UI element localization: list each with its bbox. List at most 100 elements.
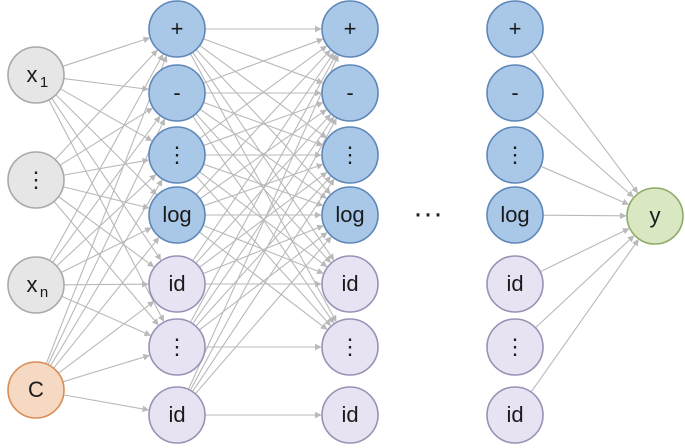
hidden-l2-node-4: [321, 255, 379, 313]
hidden-l3-node-3: [486, 186, 544, 244]
edge-in-2-h2: [56, 174, 157, 267]
hidden-l3-node-6: [486, 386, 544, 444]
hidden-l1-node-2-label: ⋮: [166, 142, 188, 167]
hidden-l3-node-4: [486, 255, 544, 313]
hidden-l1-node-4: [148, 255, 206, 313]
edge-in-3-h2: [49, 179, 163, 367]
edge-in-1-h4: [58, 196, 155, 268]
input-node-0: [7, 46, 65, 104]
input-node-0-label: x: [27, 62, 38, 87]
edge-in-0-h0: [62, 36, 151, 67]
hidden-l2-node-6-label: id: [341, 402, 358, 427]
edge-last-3-out: [542, 212, 627, 220]
edge-last-0-out: [531, 51, 639, 194]
hidden-l2-node-2-label: ⋮: [339, 142, 361, 167]
hidden-l3-node-0: [486, 0, 544, 58]
hidden-l3-node-6-label: id: [506, 402, 523, 427]
edge-l1-6-l2-3: [194, 236, 332, 395]
edge-l1-6-l2-2: [192, 178, 335, 392]
edge-in-3-h1: [47, 118, 166, 365]
edge-in-2-h4: [63, 280, 149, 288]
hidden-l1-node-0-label: +: [171, 16, 184, 41]
hidden-l3-node-3-label: log: [500, 202, 529, 227]
edge-in-0-h4: [51, 97, 162, 261]
hidden-l2-node-0: [321, 0, 379, 58]
hidden-l1-node-5: [148, 318, 206, 376]
hidden-l2-node-2: [321, 126, 379, 184]
hidden-l1-node-0: [148, 0, 206, 58]
edge-in-3-h6: [63, 394, 150, 413]
edge-in-3-h4: [58, 300, 155, 374]
edge-l1-6-l2-0: [187, 54, 339, 390]
input-node-0-label-subscript: 1: [40, 74, 48, 91]
hidden-l1-node-4-label: id: [168, 271, 185, 296]
edge-in-2-h3: [60, 227, 152, 274]
hidden-l2-node-1: [321, 64, 379, 122]
input-node-2-label-subscript: n: [40, 284, 48, 301]
output-node: [626, 187, 684, 245]
edge-l1-3-l2-2: [203, 163, 324, 207]
edge-l1-2-l2-1: [203, 101, 324, 147]
hidden-l2-node-3: [321, 186, 379, 244]
hidden-l2-node-1-label: -: [346, 80, 353, 105]
input-node-1: [7, 151, 65, 209]
edge-l1-6-l2-1: [189, 117, 337, 391]
input-node-2: [7, 256, 65, 314]
hidden-l2-node-6: [321, 386, 379, 444]
hidden-l3-node-0-label: +: [509, 16, 522, 41]
input-node-1-label: ⋮: [25, 167, 47, 192]
layer-ellipsis: ···: [413, 197, 443, 230]
edge-l1-3-l2-0: [195, 49, 331, 195]
hidden-l2-node-5: [321, 318, 379, 376]
hidden-l2-node-3-label: log: [335, 202, 364, 227]
edge-l1-2-l2-0: [199, 45, 328, 139]
edge-last-4-out: [539, 228, 630, 273]
edge-in-3-h3: [53, 237, 160, 369]
edges-layer: [45, 25, 639, 419]
edge-in-2-h5: [61, 295, 152, 336]
hidden-l1-node-1: [148, 64, 206, 122]
hidden-l2-node-0-label: +: [344, 16, 357, 41]
output-node-label: y: [650, 203, 661, 228]
edge-l1-4-l2-3: [202, 224, 324, 275]
edge-l1-3-l2-1: [199, 109, 327, 200]
edge-in-1-h0: [54, 49, 158, 160]
edge-l1-5-l2-2: [195, 176, 332, 327]
edge-in-3-h5: [62, 354, 150, 383]
edge-l1-5-l2-0: [189, 53, 337, 323]
hidden-l3-node-5-label: ⋮: [504, 334, 526, 359]
hidden-l3-node-2: [486, 126, 544, 184]
hidden-l1-node-6: [148, 386, 206, 444]
edge-last-6-out: [530, 239, 639, 393]
edge-in-2-h0: [49, 53, 164, 261]
input-node-3-label: C: [28, 377, 44, 402]
edge-l1-4-l2-0: [192, 52, 335, 262]
hidden-l1-node-6-label: id: [168, 402, 185, 427]
edge-last-5-out: [535, 235, 635, 329]
edge-in-1-h1: [59, 107, 153, 166]
input-node-3: [7, 361, 65, 419]
hidden-l1-node-5-label: ⋮: [166, 334, 188, 359]
input-node-2-label: x: [27, 272, 38, 297]
edge-in-1-h5: [53, 201, 159, 326]
hidden-l2-node-4-label: id: [341, 271, 358, 296]
hidden-l3-node-2-label: ⋮: [504, 142, 526, 167]
hidden-l1-node-3: [148, 186, 206, 244]
hidden-l1-node-1-label: -: [173, 80, 180, 105]
edge-l1-5-l2-1: [192, 116, 335, 325]
edge-in-1-h3: [63, 186, 150, 210]
hidden-l1-node-3-label: log: [162, 202, 191, 227]
edge-in-1-h2: [63, 157, 150, 176]
edge-in-0-h2: [60, 88, 153, 142]
hidden-l1-node-2: [148, 126, 206, 184]
edge-in-0-h3: [55, 94, 157, 196]
edge-l1-1-l2-0: [203, 38, 324, 84]
edge-last-2-out: [540, 165, 630, 206]
edge-in-2-h1: [52, 115, 161, 263]
edge-in-0-h1: [63, 78, 149, 92]
hidden-l3-node-4-label: id: [506, 271, 523, 296]
edge-l1-5-l2-3: [198, 232, 328, 331]
